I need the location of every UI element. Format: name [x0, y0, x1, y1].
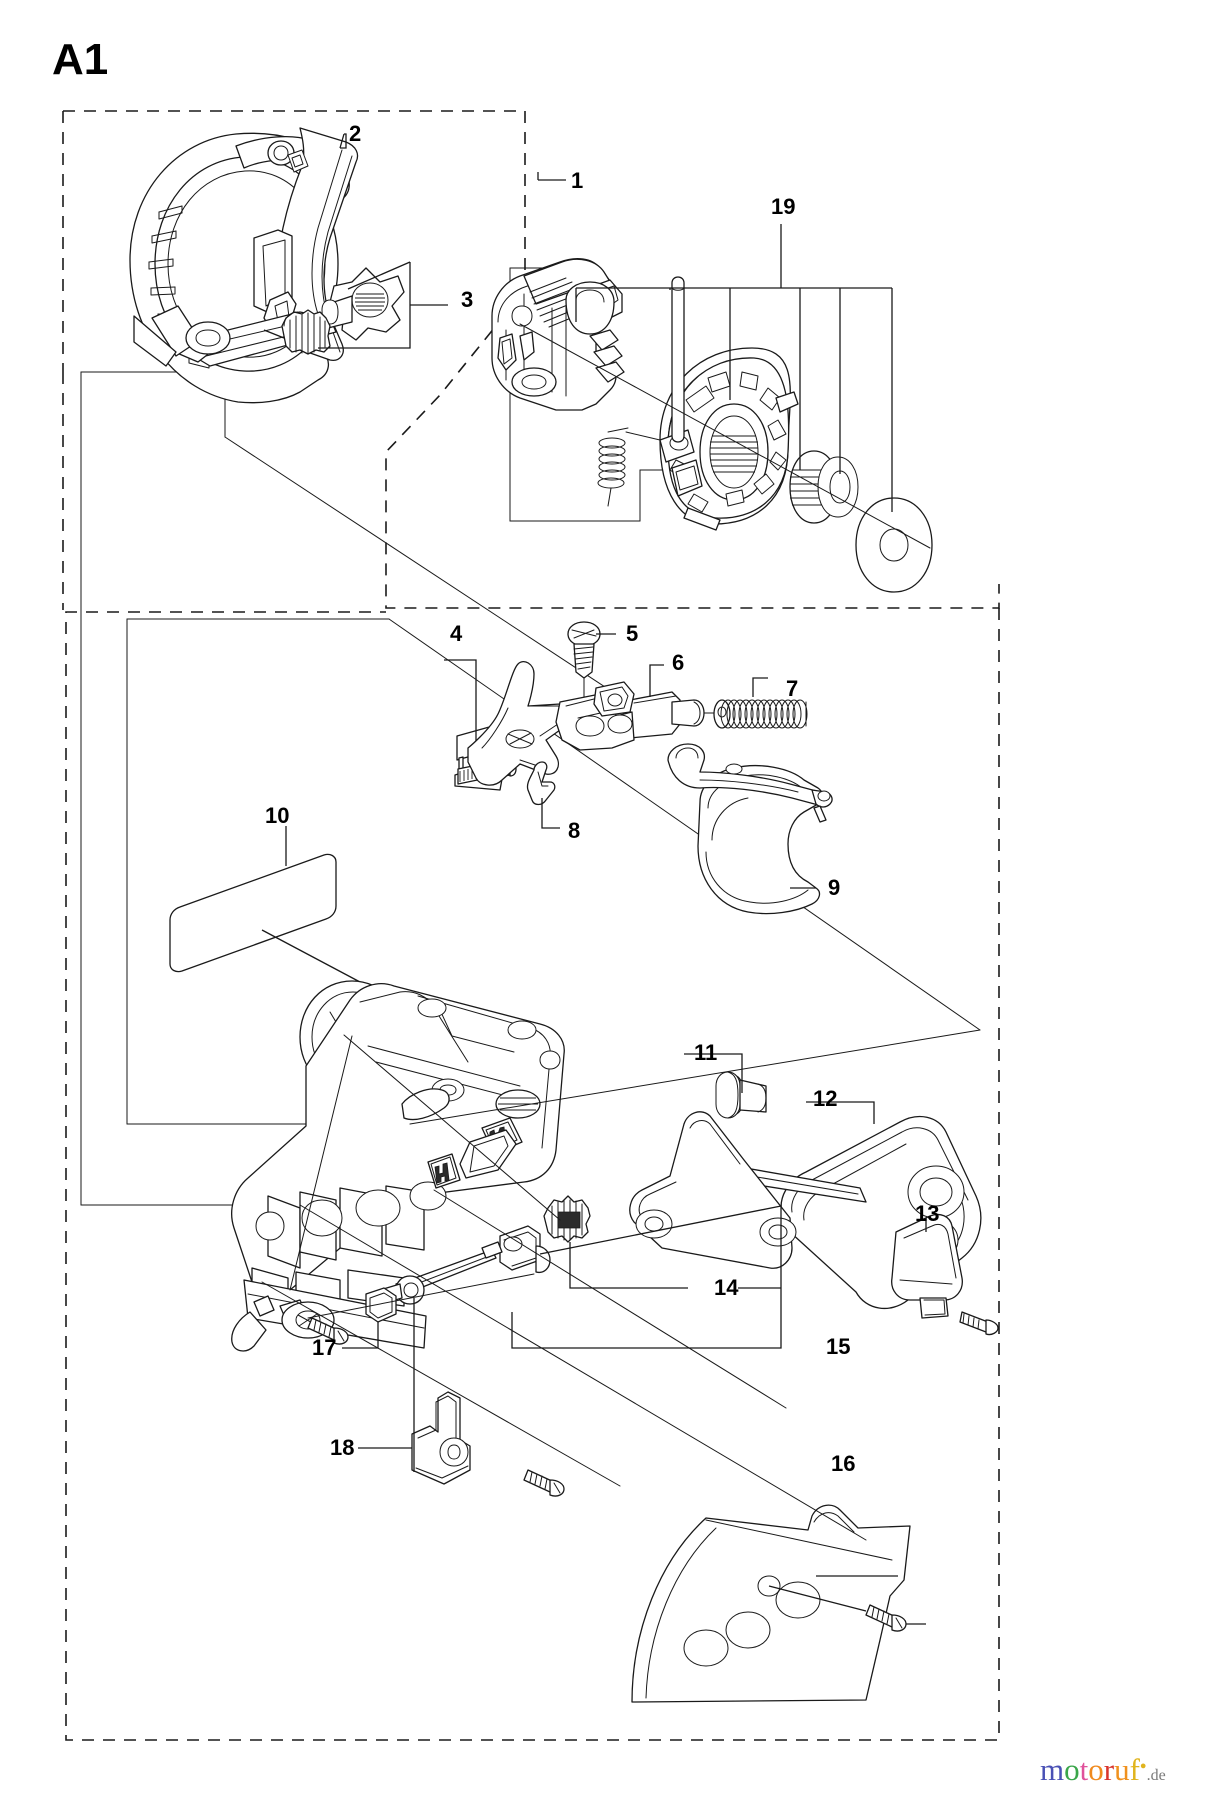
callout-16-point	[768, 1585, 867, 1612]
callout-19-bracket	[575, 224, 893, 512]
part-1-brake-handle-housing	[491, 257, 625, 411]
callout-number-15[interactable]: 15	[826, 1334, 851, 1359]
part-18-chain-catcher	[358, 1298, 565, 1497]
callout-number-19[interactable]: 19	[771, 194, 796, 219]
part-5-screw	[567, 621, 616, 707]
callout-number-1[interactable]: 1	[571, 168, 584, 193]
part-main-chassis	[231, 980, 565, 1352]
part-6-link-rod	[629, 664, 723, 739]
callout-number-4[interactable]: 4	[450, 621, 463, 646]
watermark-motoruf: motoruf●.de	[1040, 1752, 1166, 1788]
group-boundary-2	[65, 608, 1000, 1741]
callout-7-leader	[752, 677, 768, 697]
callout-8-leader	[541, 798, 560, 829]
callout-number-12[interactable]: 12	[813, 1086, 838, 1111]
callout-number-14[interactable]: 14	[714, 1275, 739, 1300]
part-17-nut	[342, 1287, 397, 1349]
part-washer	[855, 497, 933, 593]
part-9-brake-band	[667, 743, 833, 915]
watermark-letter-o1: o	[1064, 1752, 1080, 1787]
callout-11-leader	[684, 1053, 743, 1093]
callout-12-leader	[806, 1101, 875, 1124]
callout-number-13[interactable]: 13	[915, 1201, 940, 1226]
part-11-bushing	[684, 1053, 767, 1119]
part-8-clip	[526, 761, 560, 829]
callout-number-17[interactable]: 17	[312, 1335, 337, 1360]
callout-number-16[interactable]: 16	[831, 1451, 856, 1476]
part-10-decal	[169, 826, 361, 983]
callout-number-7[interactable]: 7	[786, 676, 799, 701]
watermark-letter-o2: o	[1088, 1752, 1104, 1787]
watermark-letter-m: m	[1040, 1752, 1065, 1787]
watermark-letter-r: r	[1103, 1752, 1115, 1787]
callout-number-8[interactable]: 8	[568, 818, 581, 843]
part-brake-spring	[597, 427, 661, 507]
callout-4-leader	[444, 659, 477, 766]
page-title: A1	[52, 35, 109, 84]
callout-number-2[interactable]: 2	[349, 121, 362, 146]
part-13-tensioner-block	[891, 1213, 999, 1336]
part-2-brake-band-housing	[129, 127, 359, 404]
part-screw-left-bottom	[307, 1317, 349, 1345]
watermark-letter-t: t	[1079, 1752, 1089, 1787]
callout-14-bracket-b	[539, 1205, 782, 1288]
callout-number-11[interactable]: 11	[694, 1040, 718, 1065]
part-7-spring	[713, 677, 808, 729]
callout-number-10[interactable]: 10	[265, 803, 290, 828]
watermark-dot-icon: ●	[1139, 1759, 1147, 1772]
watermark-letter-u: u	[1114, 1752, 1130, 1787]
callout-14-bracket-a	[569, 1242, 688, 1289]
watermark-letter-f: f	[1129, 1752, 1140, 1787]
callout-number-9[interactable]: 9	[828, 875, 841, 900]
part-brake-lever-arm	[467, 660, 635, 786]
part-needle-bearing	[789, 450, 859, 524]
part-3-sprocket-and-knob	[263, 261, 448, 355]
callout-number-18[interactable]: 18	[330, 1435, 355, 1460]
watermark-suffix: .de	[1146, 1767, 1166, 1784]
callout-6-leader	[649, 664, 664, 697]
part-drum-pin	[671, 276, 685, 443]
callout-2-leader	[340, 133, 347, 149]
part-15-guide-plate	[631, 1504, 926, 1703]
lower-projection-lines	[261, 1029, 981, 1541]
assembly-axis-upper	[519, 323, 931, 549]
group-boundary-1	[62, 110, 1000, 610]
callout-14-bracket-c	[511, 1288, 782, 1349]
callout-number-3[interactable]: 3	[461, 287, 474, 312]
callout-number-5[interactable]: 5	[626, 621, 639, 646]
callout-number-6[interactable]: 6	[672, 650, 685, 675]
